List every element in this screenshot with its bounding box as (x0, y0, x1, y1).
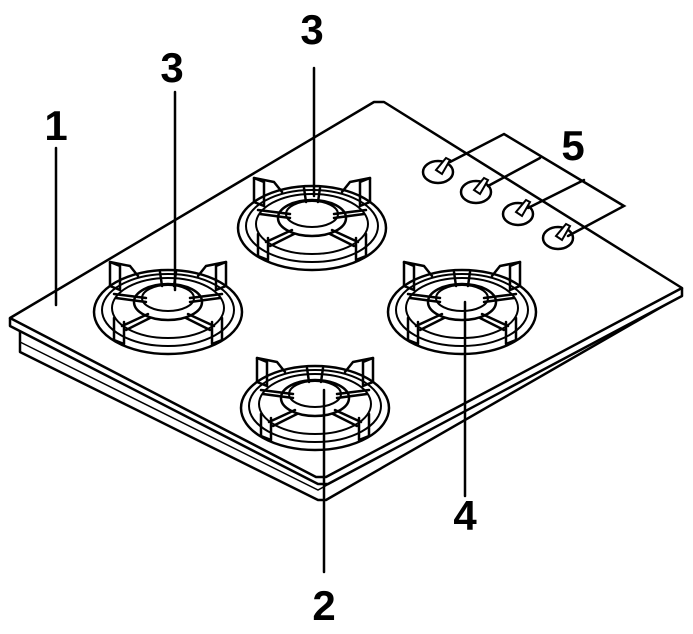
label-hob: 1 (44, 102, 67, 149)
label-knobs: 5 (561, 122, 584, 169)
label-burner-right: 4 (453, 492, 477, 539)
label-burner-back-right: 3 (300, 6, 323, 53)
label-burner-back-left: 3 (160, 44, 183, 91)
label-burner-front: 2 (312, 582, 335, 629)
